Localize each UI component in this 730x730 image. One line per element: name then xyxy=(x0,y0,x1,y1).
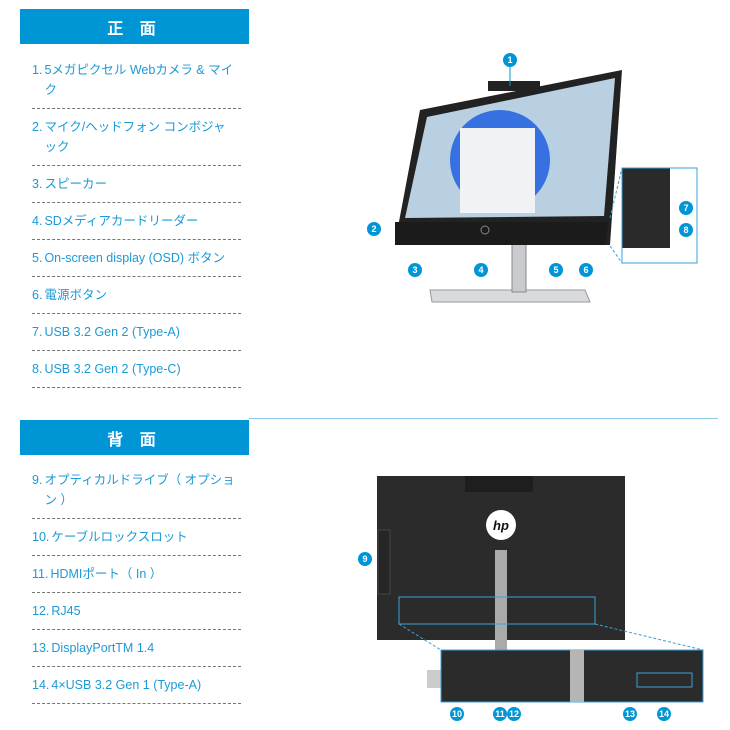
item-label: On-screen display (OSD) ボタン xyxy=(44,251,226,265)
front-section-header: 正 面 xyxy=(20,9,249,44)
callout-4: 4 xyxy=(474,263,488,277)
svg-text:hp: hp xyxy=(493,518,509,533)
item-label: HDMIポート（ In ） xyxy=(50,567,163,581)
item-number: 6. xyxy=(32,288,43,302)
section-divider xyxy=(249,418,718,419)
item-number: 4. xyxy=(32,214,43,228)
list-item: 14.4×USB 3.2 Gen 1 (Type-A) xyxy=(32,667,241,704)
svg-text:3: 3 xyxy=(412,265,417,275)
list-item: 10.ケーブルロックスロット xyxy=(32,519,241,556)
svg-text:9: 9 xyxy=(362,554,367,564)
item-label: DisplayPortTM 1.4 xyxy=(51,641,155,655)
svg-text:7: 7 xyxy=(683,203,688,213)
callout-13: 13 xyxy=(623,707,637,721)
svg-text:11: 11 xyxy=(495,709,505,719)
item-number: 12. xyxy=(32,604,50,618)
callout-12: 12 xyxy=(507,707,521,721)
item-label: 4×USB 3.2 Gen 1 (Type-A) xyxy=(51,678,202,692)
item-number: 13. xyxy=(32,641,50,655)
front-feature-list: 1.5メガピクセル Webカメラ & マイク 2.マイク/ヘッドフォン コンボジ… xyxy=(32,52,241,388)
item-number: 10. xyxy=(32,530,50,544)
list-item: 12.RJ45 xyxy=(32,593,241,630)
svg-text:12: 12 xyxy=(509,709,519,719)
svg-text:5: 5 xyxy=(553,265,558,275)
callout-7: 7 xyxy=(679,201,693,215)
svg-text:4: 4 xyxy=(478,265,483,275)
list-item: 5.On-screen display (OSD) ボタン xyxy=(32,240,241,277)
list-item: 4.SDメディアカードリーダー xyxy=(32,203,241,240)
item-label: USB 3.2 Gen 2 (Type-A) xyxy=(44,325,180,339)
item-number: 7. xyxy=(32,325,43,339)
item-number: 3. xyxy=(32,177,43,191)
back-section-header: 背 面 xyxy=(20,420,249,455)
item-number: 14. xyxy=(32,678,50,692)
callout-11: 11 xyxy=(493,707,507,721)
svg-text:1: 1 xyxy=(507,55,512,65)
list-item: 8.USB 3.2 Gen 2 (Type-C) xyxy=(32,351,241,388)
item-number: 9. xyxy=(32,473,43,487)
callout-6: 6 xyxy=(579,263,593,277)
item-label: マイク/ヘッドフォン コンボジャック xyxy=(44,120,226,154)
front-monitor-image: 1 2 3 4 5 6 7 8 xyxy=(367,53,698,303)
svg-text:10: 10 xyxy=(452,709,462,719)
callout-9: 9 xyxy=(358,552,372,566)
svg-text:2: 2 xyxy=(371,224,376,234)
list-item: 11.HDMIポート（ In ） xyxy=(32,556,241,593)
list-item: 13.DisplayPortTM 1.4 xyxy=(32,630,241,667)
callout-14: 14 xyxy=(657,707,671,721)
callout-3: 3 xyxy=(408,263,422,277)
list-item: 9.オプティカルドライブ（ オプション ） xyxy=(32,462,241,519)
callout-5: 5 xyxy=(549,263,563,277)
callout-1: 1 xyxy=(503,53,517,67)
back-feature-list: 9.オプティカルドライブ（ オプション ） 10.ケーブルロックスロット 11.… xyxy=(32,462,241,704)
svg-text:8: 8 xyxy=(683,225,688,235)
item-label: オプティカルドライブ（ オプション ） xyxy=(44,473,235,507)
item-number: 11. xyxy=(32,567,49,581)
item-number: 2. xyxy=(32,120,43,134)
list-item: 7.USB 3.2 Gen 2 (Type-A) xyxy=(32,314,241,351)
item-label: スピーカー xyxy=(44,177,107,191)
list-item: 3.スピーカー xyxy=(32,166,241,203)
svg-text:6: 6 xyxy=(583,265,588,275)
item-number: 5. xyxy=(32,251,43,265)
svg-text:14: 14 xyxy=(659,709,669,719)
item-label: ケーブルロックスロット xyxy=(51,530,188,544)
item-label: SDメディアカードリーダー xyxy=(44,214,199,228)
back-monitor-image: hp 9 10 11 12 13 14 xyxy=(358,476,704,721)
item-label: 電源ボタン xyxy=(44,288,107,302)
item-label: 5メガピクセル Webカメラ & マイク xyxy=(44,63,234,97)
item-number: 1. xyxy=(32,63,43,77)
item-number: 8. xyxy=(32,362,43,376)
list-item: 6.電源ボタン xyxy=(32,277,241,314)
list-item: 2.マイク/ヘッドフォン コンボジャック xyxy=(32,109,241,166)
callout-10: 10 xyxy=(450,707,464,721)
item-label: USB 3.2 Gen 2 (Type-C) xyxy=(44,362,181,376)
svg-text:13: 13 xyxy=(625,709,635,719)
callout-8: 8 xyxy=(679,223,693,237)
item-label: RJ45 xyxy=(51,604,81,618)
callout-2: 2 xyxy=(367,222,381,236)
list-item: 1.5メガピクセル Webカメラ & マイク xyxy=(32,52,241,109)
